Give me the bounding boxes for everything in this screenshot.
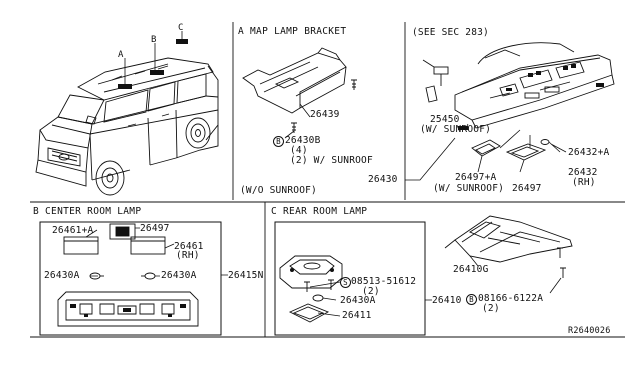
console-leader-lines bbox=[405, 123, 567, 181]
vehicle-illustration bbox=[35, 57, 219, 196]
part-26432a: 26432+A bbox=[568, 147, 610, 158]
part-08166: 08166-6122A bbox=[478, 293, 544, 304]
drawing-id: R2640026 bbox=[568, 326, 611, 336]
sunroof-switch bbox=[422, 59, 449, 103]
part-26439: 26439 bbox=[310, 109, 340, 120]
rear-leader-lines bbox=[309, 281, 432, 317]
center-lamp-switch bbox=[109, 223, 136, 240]
part-26411: 26411 bbox=[342, 310, 372, 321]
part-26415n: 26415N bbox=[228, 270, 264, 281]
center-lamp-lens-left bbox=[63, 236, 99, 255]
part-26497-b: 26497 bbox=[140, 223, 170, 234]
vehicle-label-c: C bbox=[178, 23, 183, 33]
rear-room-lamp-box bbox=[274, 221, 426, 336]
note-26461-rh: (RH) bbox=[176, 250, 200, 261]
qty-08166: (2) bbox=[482, 303, 500, 314]
screw-icon bbox=[557, 247, 566, 278]
part-26497a: 26497+A bbox=[455, 172, 497, 183]
map-lamp-bracket bbox=[242, 47, 347, 114]
part-26410: 26410 bbox=[432, 295, 462, 306]
bulb-icon bbox=[89, 272, 156, 280]
housing-detail bbox=[290, 268, 334, 272]
bracket-leader-lines bbox=[284, 103, 311, 139]
map-lamp-bracket-title: A MAP LAMP BRACKET bbox=[238, 26, 347, 37]
rear-lamp-lens bbox=[288, 303, 330, 323]
center-room-lamp-title: B CENTER ROOM LAMP bbox=[33, 206, 142, 217]
part-26432: 26432 bbox=[568, 167, 598, 178]
note-26432-rh: (RH) bbox=[572, 177, 596, 188]
note-wo-sunroof: (W/O SUNROOF) bbox=[240, 185, 317, 196]
vehicle-label-b: B bbox=[151, 35, 156, 45]
bulb-icon bbox=[312, 294, 324, 302]
note-25450-sunroof: (W/ SUNROOF) bbox=[420, 124, 492, 135]
frame-lines bbox=[30, 22, 625, 338]
part-26430b-circle: B bbox=[273, 136, 284, 147]
part-08166-circle: B bbox=[466, 294, 477, 305]
center-lamp-housing bbox=[57, 291, 199, 327]
part-26497: 26497 bbox=[512, 183, 542, 194]
console-internal-detail bbox=[458, 64, 604, 130]
overhead-console bbox=[454, 42, 615, 129]
center-leader-lines bbox=[85, 227, 228, 277]
rear-room-lamp-title: C REAR ROOM LAMP bbox=[271, 206, 368, 217]
vehicle-lamp-markers bbox=[118, 39, 188, 89]
center-lamp-lens-right bbox=[130, 236, 166, 255]
note-26497a-sunroof: (W/ SUNROOF) bbox=[433, 183, 505, 194]
part-26461a: 26461+A bbox=[52, 225, 94, 236]
part-25450: 25450 bbox=[430, 114, 460, 125]
part-26430: 26430 bbox=[368, 174, 398, 185]
part-08513: 08513-51612 bbox=[351, 276, 417, 287]
housing-detail bbox=[70, 304, 186, 317]
part-26430a-right: 26430A bbox=[161, 270, 197, 281]
part-26430a-c: 26430A bbox=[340, 295, 376, 306]
screw-icon bbox=[291, 79, 357, 133]
part-26410g: 26410G bbox=[453, 264, 489, 275]
center-room-lamp-box bbox=[39, 221, 222, 336]
part-08513-circle: S bbox=[340, 277, 351, 288]
qty-sunroof: (2) W/ SUNROOF bbox=[290, 155, 373, 166]
vehicle-label-a: A bbox=[118, 50, 124, 60]
part-26430b: 26430B bbox=[285, 135, 321, 146]
qty-4: (4) bbox=[290, 145, 308, 156]
part-26430a-left: 26430A bbox=[44, 270, 80, 281]
trim-leader-lines bbox=[469, 255, 562, 294]
qty-08513: (2) bbox=[362, 286, 380, 297]
vehicle-leader-lines bbox=[124, 31, 183, 84]
rear-trim-bracket bbox=[444, 215, 573, 263]
bulb-icon bbox=[540, 139, 550, 145]
map-lamp-unit bbox=[505, 143, 547, 161]
map-lamp-lens bbox=[471, 139, 501, 157]
screw-icon bbox=[304, 279, 334, 292]
part-26461: 26461 bbox=[174, 241, 204, 252]
see-sec-283: (SEE SEC 283) bbox=[412, 27, 489, 38]
